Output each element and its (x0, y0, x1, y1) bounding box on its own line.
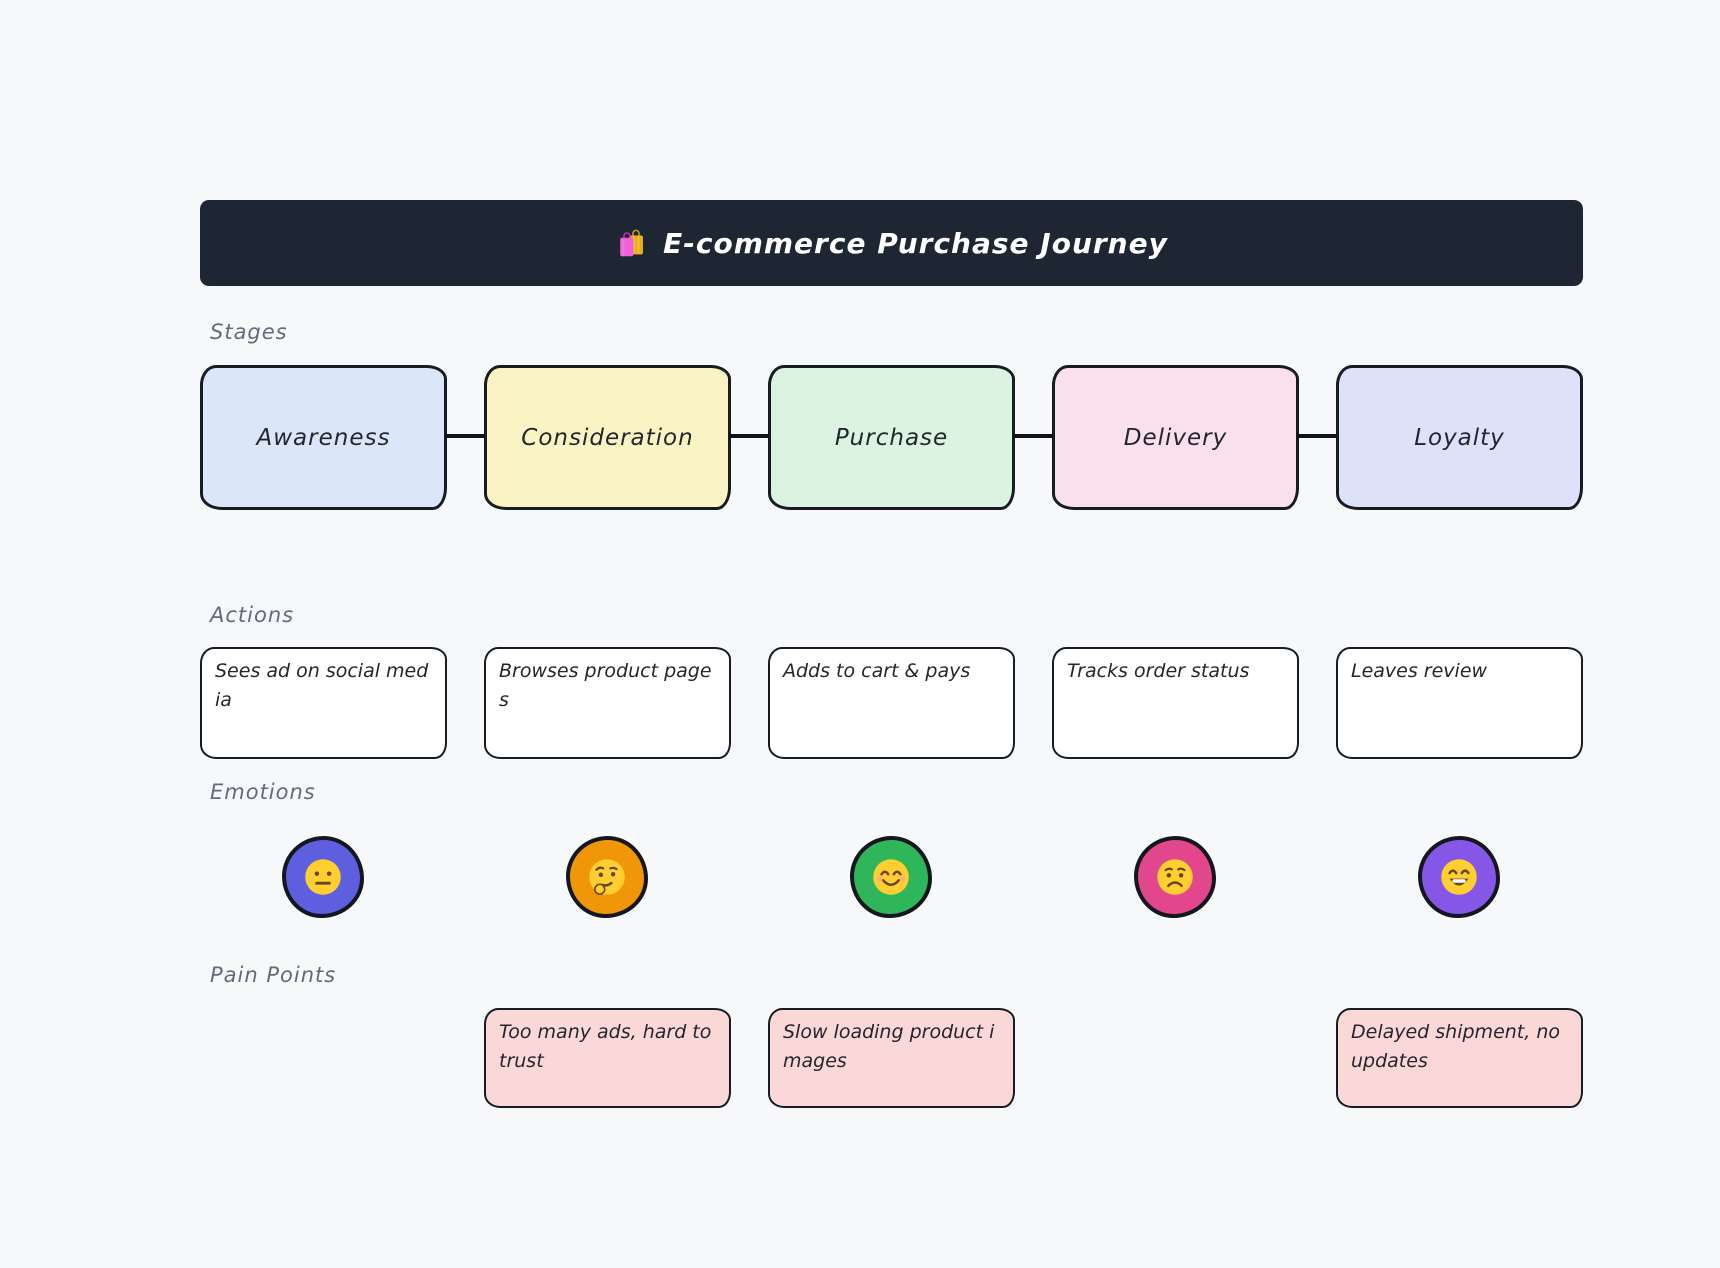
stage-connector (445, 434, 485, 438)
stage-connector (729, 434, 769, 438)
stage-box-consideration: Consideration (484, 365, 731, 510)
stages-section-label: Stages (210, 320, 288, 344)
emotions-section-label: Emotions (210, 780, 316, 804)
stage-box-loyalty: Loyalty (1336, 365, 1583, 510)
smiling-face-icon (850, 836, 932, 918)
stage-label: Delivery (1123, 424, 1228, 451)
worried-face-icon (1134, 836, 1216, 918)
actions-section-label: Actions (210, 603, 295, 627)
stage-label: Loyalty (1414, 424, 1505, 451)
journey-title-bar: E-commerce Purchase Journey (200, 200, 1583, 286)
pain-point-consideration: Too many ads, hard to trust (484, 1008, 731, 1108)
shopping-bags-icon (615, 226, 649, 260)
action-box-delivery: Tracks order status (1052, 647, 1299, 759)
stage-box-delivery: Delivery (1052, 365, 1299, 510)
page-title: E-commerce Purchase Journey (663, 226, 1168, 260)
thinking-face-icon (566, 836, 648, 918)
pain-points-section-label: Pain Points (210, 963, 337, 987)
grinning-face-icon (1418, 836, 1500, 918)
action-box-loyalty: Leaves review (1336, 647, 1583, 759)
stage-label: Consideration (521, 424, 694, 451)
action-box-awareness: Sees ad on social media (200, 647, 447, 759)
action-box-consideration: Browses product pages (484, 647, 731, 759)
stage-box-purchase: Purchase (768, 365, 1015, 510)
stage-box-awareness: Awareness (200, 365, 447, 510)
stage-connector (1013, 434, 1053, 438)
action-box-purchase: Adds to cart & pays (768, 647, 1015, 759)
pain-point-loyalty: Delayed shipment, no updates (1336, 1008, 1583, 1108)
stage-label: Awareness (256, 424, 391, 451)
neutral-face-icon (282, 836, 364, 918)
stage-label: Purchase (834, 424, 949, 451)
stage-connector (1297, 434, 1337, 438)
pain-point-purchase: Slow loading product images (768, 1008, 1015, 1108)
